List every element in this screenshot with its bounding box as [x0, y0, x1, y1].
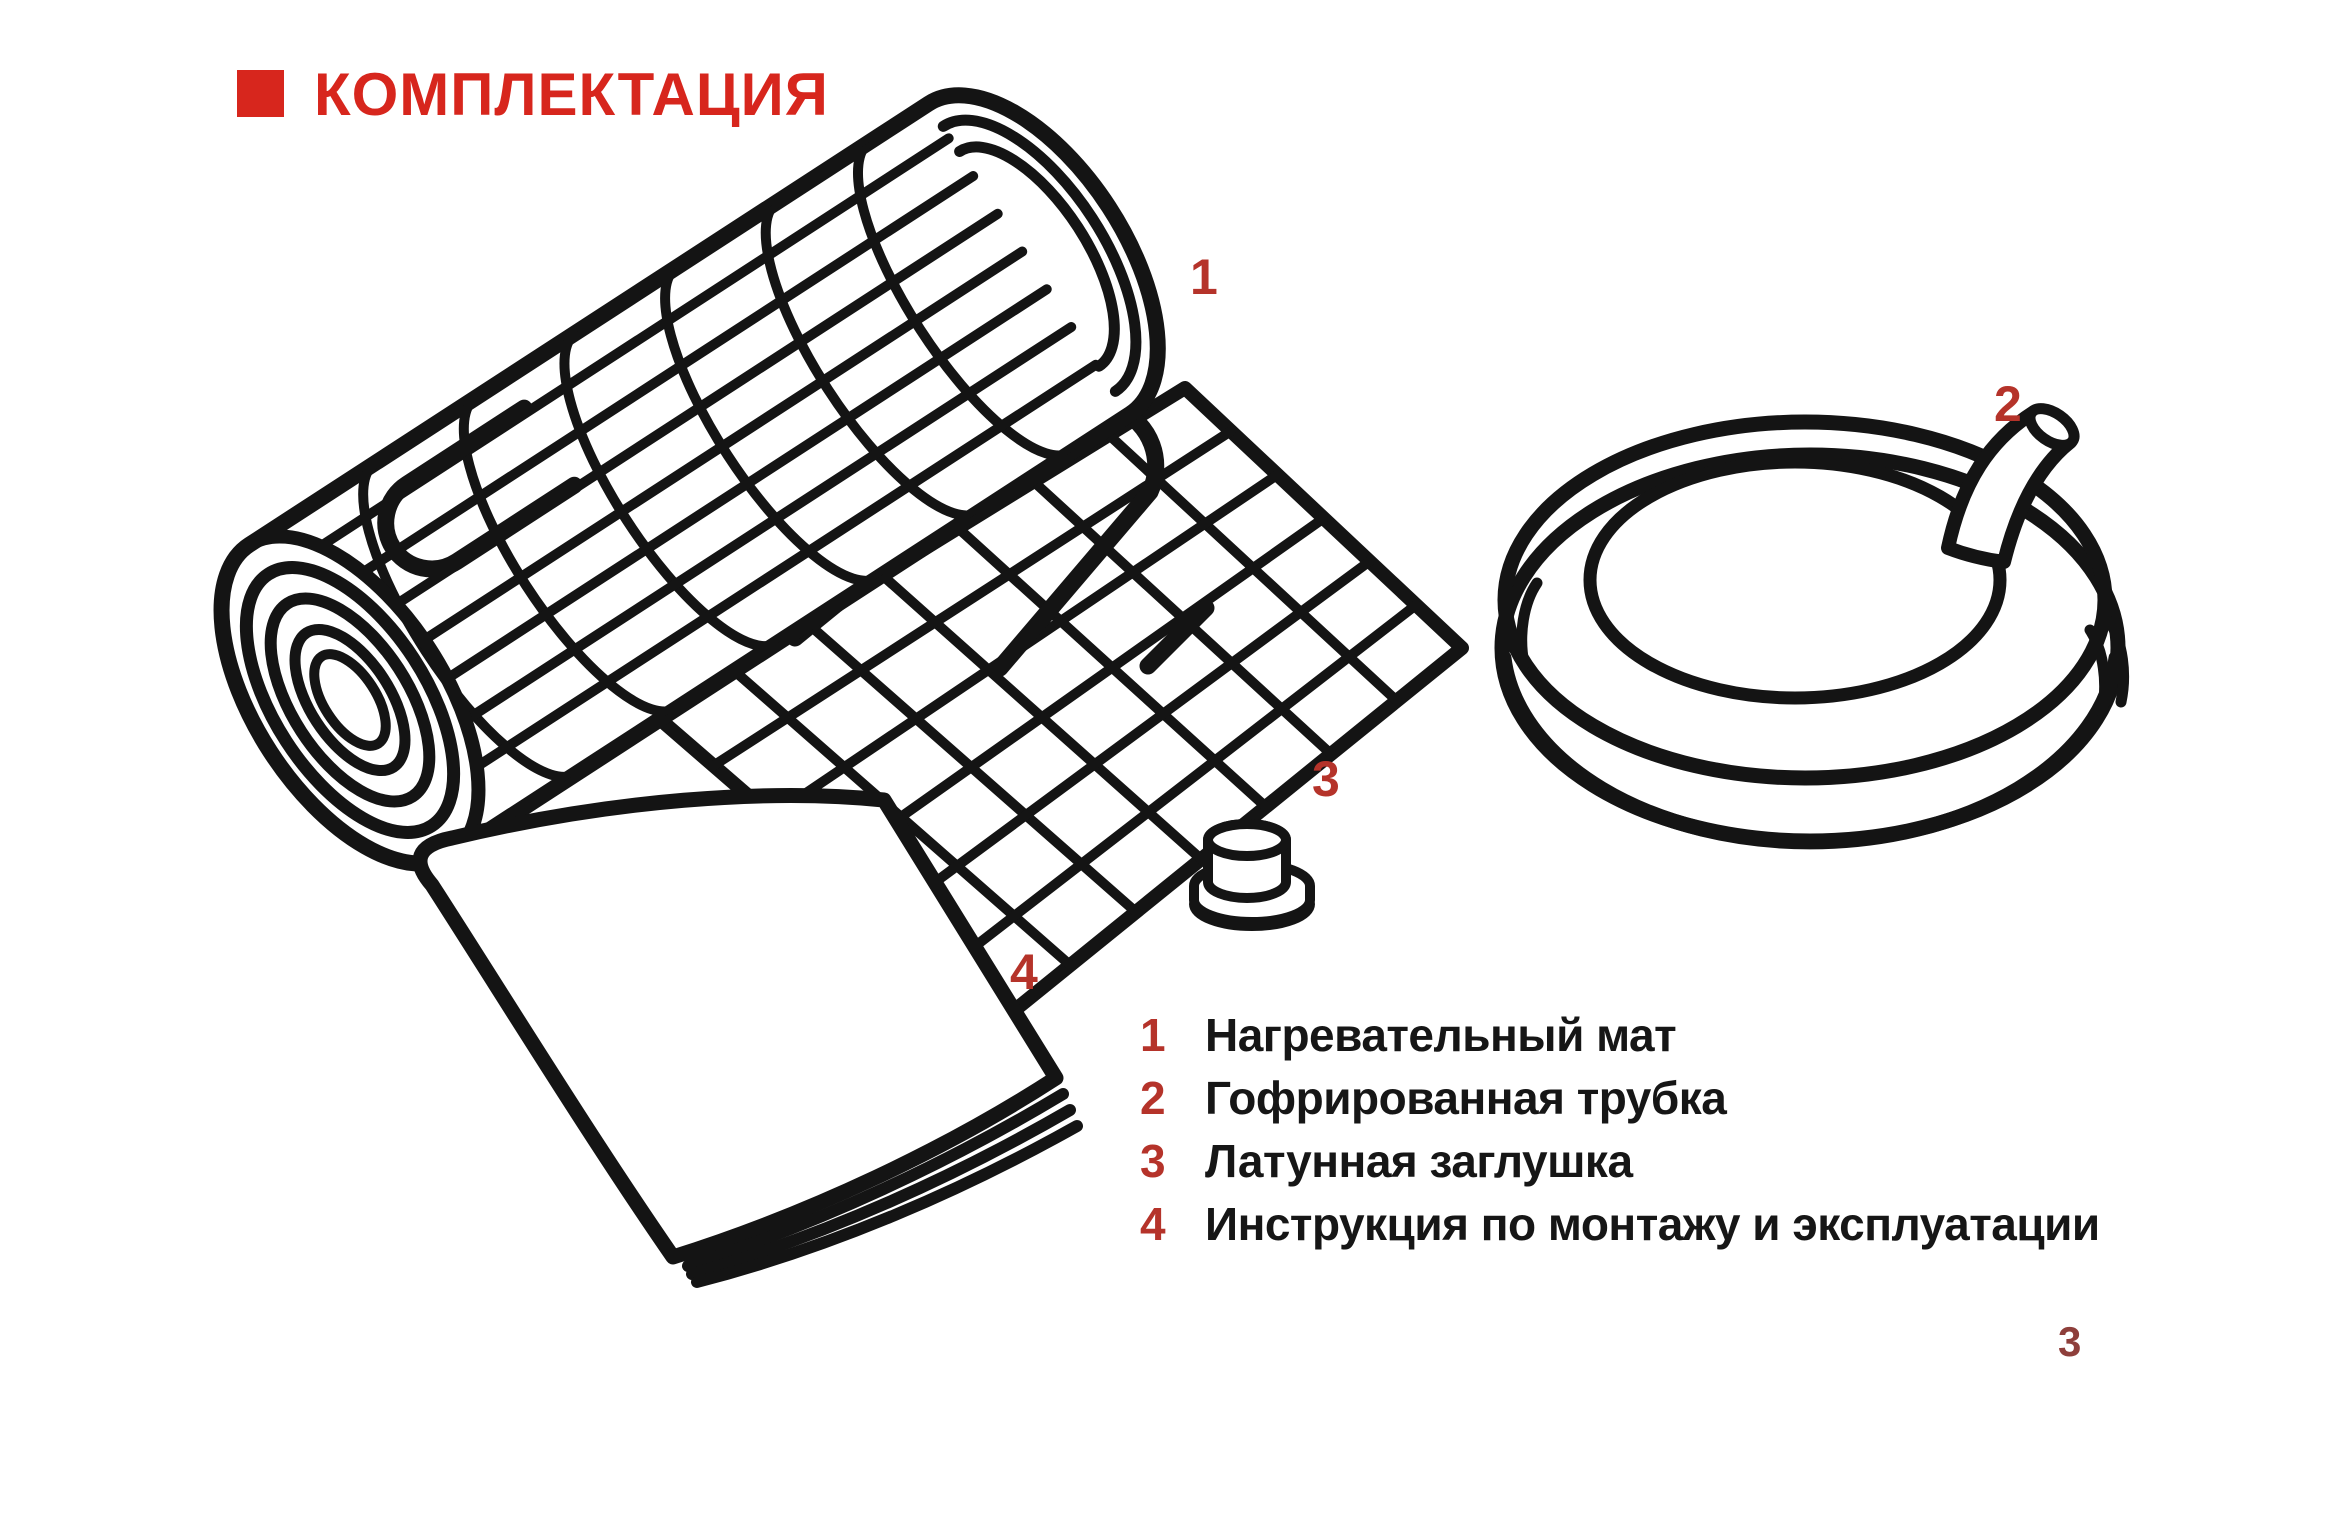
section-marker-square	[237, 70, 284, 117]
brass-plug-drawing	[1189, 819, 1315, 931]
legend-number: 4	[1140, 1198, 1166, 1250]
legend-item-corrugated-tube: 2 Гофрированная трубка	[1140, 1075, 2100, 1121]
booklet-page-edges	[682, 1088, 1083, 1288]
section-title: КОМПЛЕКТАЦИЯ	[314, 61, 829, 128]
legend-number: 3	[1140, 1135, 1166, 1187]
callout-2-corrugated-tube: 2	[1994, 376, 2022, 432]
legend-label: Инструкция по монтажу и эксплуатации	[1205, 1198, 2100, 1250]
legend-item-heating-mat: 1 Нагревательный мат	[1140, 1012, 2100, 1058]
callout-3-brass-plug: 3	[1312, 751, 1340, 807]
legend-number: 1	[1140, 1009, 1166, 1061]
coil-joint-marks	[1498, 577, 2130, 718]
manual-booklet-drawing	[412, 788, 1083, 1288]
callout-1-heating-mat: 1	[1190, 249, 1218, 305]
page-number: 3	[2058, 1318, 2082, 1365]
coil-tube-end	[1941, 403, 2080, 569]
legend-label: Нагревательный мат	[1205, 1009, 1677, 1061]
legend-number: 2	[1140, 1072, 1166, 1124]
parts-legend: 1 Нагревательный мат 2 Гофрированная тру…	[1140, 1012, 2100, 1264]
legend-label: Латунная заглушка	[1205, 1135, 1633, 1187]
heating-mat-roll-drawing	[213, 87, 1166, 872]
legend-item-brass-plug: 3 Латунная заглушка	[1140, 1138, 2100, 1184]
corrugated-tube-coil-drawing	[1494, 403, 2130, 850]
roll-cable-hairpin	[377, 399, 583, 578]
legend-label: Гофрированная трубка	[1205, 1072, 1727, 1124]
legend-item-manual: 4 Инструкция по монтажу и эксплуатации	[1140, 1201, 2100, 1247]
callout-4-manual: 4	[1010, 944, 1038, 1000]
